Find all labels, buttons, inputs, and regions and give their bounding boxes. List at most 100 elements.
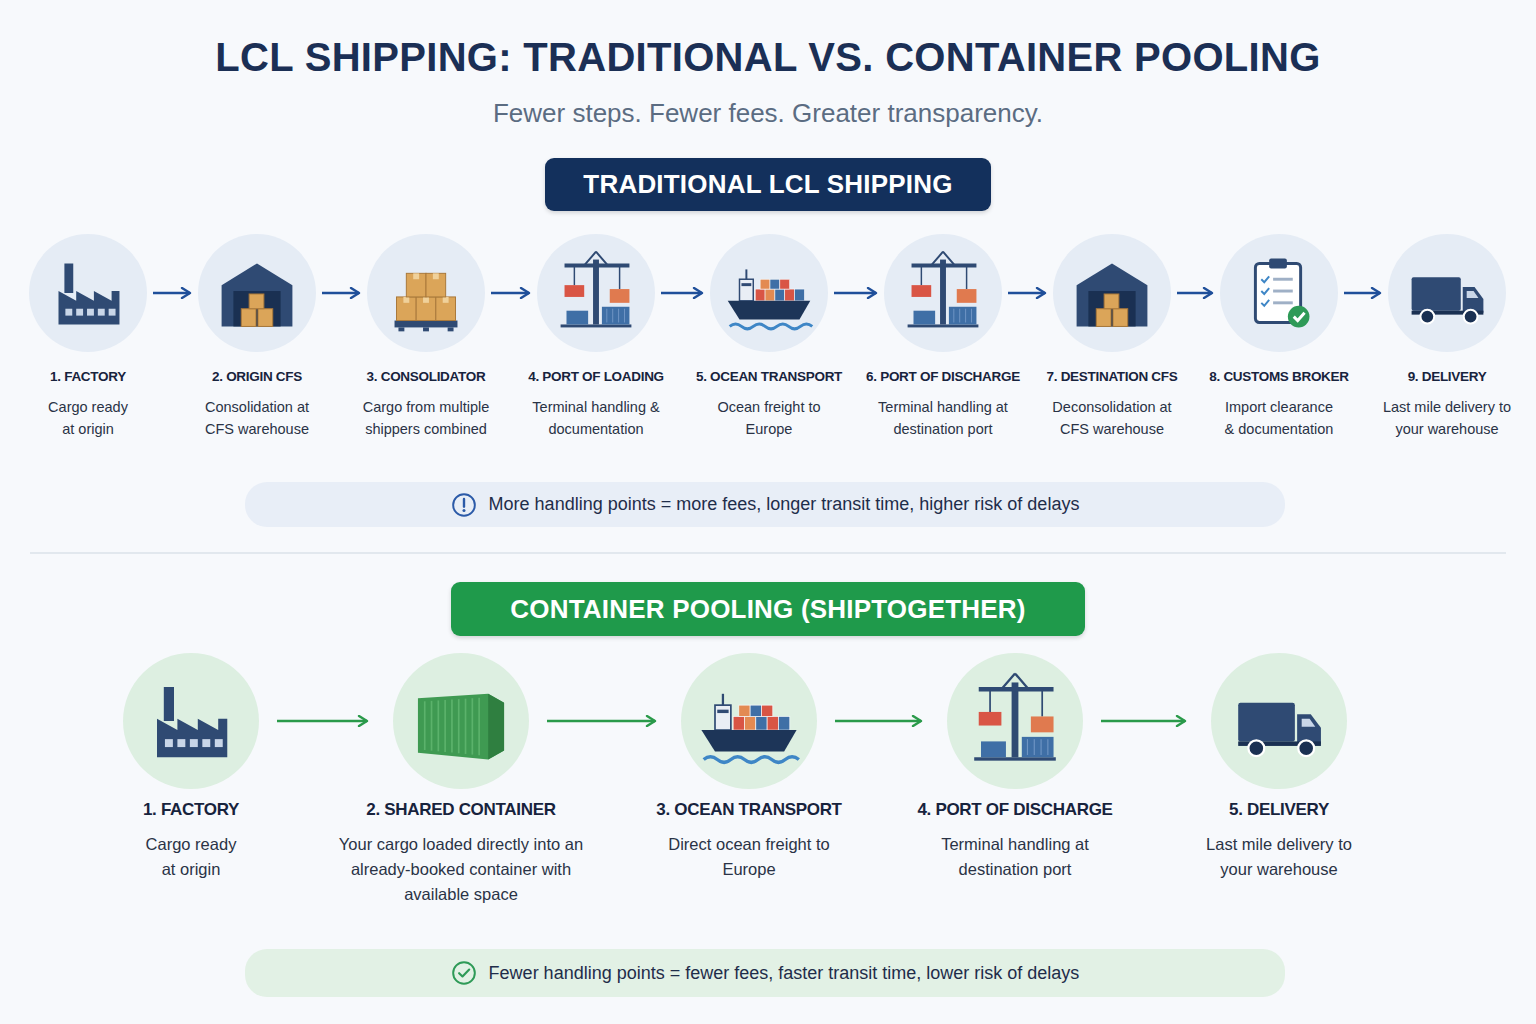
icon-part: [953, 309, 954, 323]
step-description: Import clearance & documentation: [1219, 396, 1339, 440]
icon-part: [1248, 740, 1264, 756]
note-band: Fewer handling points = fewer fees, fast…: [245, 949, 1285, 997]
step-icon: [710, 234, 828, 352]
icon-part: [1031, 716, 1054, 732]
icon-part: [733, 716, 744, 730]
icon-part: [157, 719, 227, 758]
icon-group: [59, 264, 120, 325]
step-heading: 6. PORT OF DISCHARGE: [848, 367, 1038, 387]
section-header: CONTAINER POOLING (SHIPTOGETHER): [451, 582, 1085, 636]
step-description: Cargo from multiple shippers combined: [356, 396, 496, 440]
flow-arrow: [1008, 292, 1045, 294]
step-icon: [681, 653, 817, 789]
step-circle: 2. ORIGIN CFSConsolidation at CFS wareho…: [198, 234, 316, 352]
step-circle-fill: [123, 653, 259, 789]
step-heading: 8. CUSTOMS BROKER: [1184, 367, 1374, 387]
icon-part: [567, 311, 589, 325]
icon-part: [436, 297, 456, 321]
flow-arrow: [1101, 720, 1185, 722]
subtitle: Fewer steps. Fewer fees. Greater transpa…: [0, 98, 1536, 128]
step-circle-fill: [29, 234, 147, 352]
step-description: Terminal handling at destination port: [938, 832, 1093, 882]
icon-group: [561, 252, 632, 328]
icon-part: [704, 757, 799, 763]
icon-part: [433, 273, 439, 279]
step-circle: 1. FACTORYCargo ready at origin: [29, 234, 147, 352]
step-circle-fill: [884, 234, 1002, 352]
icon-part: [395, 321, 458, 328]
step-circle: 1. FACTORYCargo ready at origin: [123, 653, 259, 789]
flow-arrow: [1344, 292, 1380, 294]
icon-part: [233, 291, 280, 326]
icon-part: [241, 309, 256, 327]
icon-part: [59, 291, 120, 324]
step-icon: [947, 653, 1083, 789]
icon-ring: [453, 962, 475, 984]
icon-part: [1088, 291, 1135, 326]
icon-mark: [459, 970, 469, 977]
step-circle: 2. SHARED CONTAINERYour cargo loaded dir…: [393, 653, 529, 789]
icon-part: [1261, 288, 1269, 294]
icon-part: [1412, 277, 1461, 310]
icon-part: [1047, 739, 1048, 755]
icon-part: [1001, 673, 1028, 689]
icon-part: [215, 739, 223, 747]
icon-part: [431, 701, 433, 751]
icon-part: [1261, 276, 1269, 282]
icon-part: [424, 701, 426, 750]
note-band: More handling points = more fees, longer…: [245, 482, 1285, 527]
icon-part: [1096, 309, 1111, 327]
step-circle: 3. OCEAN TRANSPORTDirect ocean freight t…: [681, 653, 817, 789]
icon-part: [767, 716, 778, 730]
icon-part: [612, 309, 613, 323]
icon-part: [164, 687, 174, 721]
step-circle: 4. PORT OF LOADINGTerminal handling & do…: [537, 234, 655, 352]
icon-part: [741, 283, 751, 286]
icon-part: [761, 705, 772, 716]
step-icon: [367, 234, 485, 352]
icon-part: [76, 309, 83, 316]
icon-part: [458, 699, 460, 753]
icon-part: [406, 273, 426, 297]
flow-arrow: [661, 292, 702, 294]
step-circle-fill: [681, 653, 817, 789]
step-heading: 9. DELIVERY: [1352, 367, 1536, 387]
icon-part: [740, 279, 754, 301]
step-circle-fill: [1388, 234, 1506, 352]
icon-part: [1077, 264, 1148, 327]
icon-part: [1288, 306, 1310, 328]
icon-part: [717, 710, 728, 713]
icon-part: [202, 739, 210, 747]
note-icon: [451, 492, 477, 518]
icon-part: [87, 309, 94, 316]
flow-arrow: [1177, 292, 1212, 294]
icon-part: [1294, 313, 1305, 321]
icon-group: [395, 273, 458, 331]
icon-part: [957, 289, 977, 303]
icon-part: [403, 297, 409, 303]
icon-part: [959, 309, 960, 323]
icon-part: [448, 327, 454, 331]
flow-arrow: [153, 292, 190, 294]
flow-arrow: [491, 292, 529, 294]
icon-mark: [462, 508, 465, 511]
step-heading: 1. FACTORY: [71, 800, 311, 820]
icon-ring: [453, 494, 475, 516]
icon-part: [249, 294, 264, 309]
icon-group: [908, 252, 979, 328]
icon-group: [222, 264, 293, 327]
icon-part: [451, 700, 453, 753]
icon-part: [397, 297, 417, 321]
flow-arrow: [277, 720, 367, 722]
icon-part: [795, 289, 805, 301]
icon-part: [1273, 278, 1293, 281]
step-circle: 5. DELIVERYLast mile delivery to your wa…: [1211, 653, 1347, 789]
icon-group: [701, 694, 798, 763]
step-icon: [393, 653, 529, 789]
icon-part: [423, 327, 429, 331]
step-icon: [884, 234, 1002, 352]
step-heading: 4. PORT OF LOADING: [501, 367, 691, 387]
icon-part: [1113, 309, 1128, 327]
step-icon: [1388, 234, 1506, 352]
